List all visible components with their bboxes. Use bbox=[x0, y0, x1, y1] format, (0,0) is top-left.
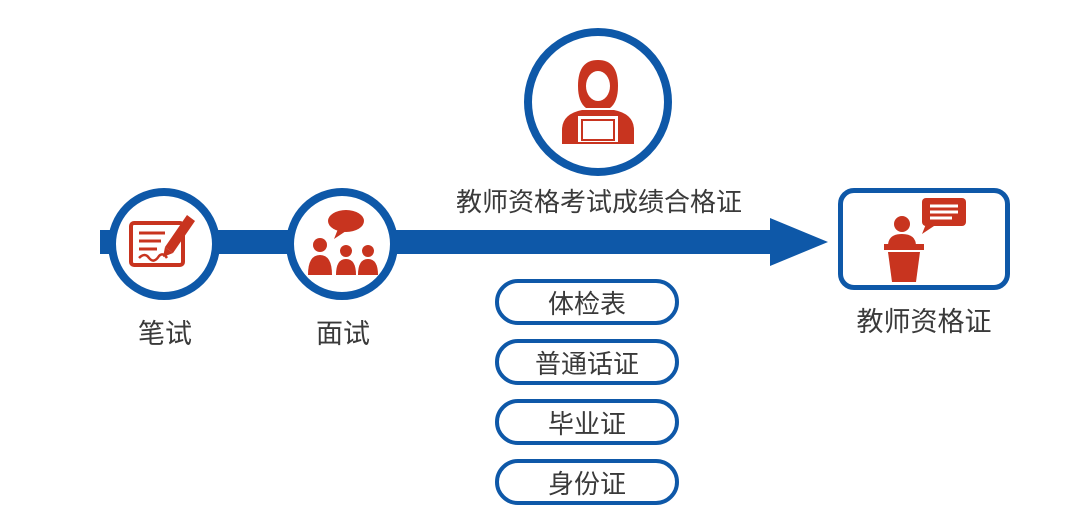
document-item: 毕业证 bbox=[495, 399, 679, 445]
interview-circle bbox=[286, 188, 398, 300]
group-discussion-icon bbox=[308, 210, 378, 275]
document-item: 身份证 bbox=[495, 459, 679, 505]
teacher-certificate-card bbox=[838, 188, 1010, 290]
flow-arrow-head bbox=[770, 218, 828, 266]
exam-result-label: 教师资格考试成绩合格证 bbox=[455, 188, 742, 218]
exam-result-circle bbox=[524, 28, 672, 176]
teacher-certificate-label: 教师资格证 bbox=[856, 307, 992, 338]
written-exam-label: 笔试 bbox=[138, 319, 192, 350]
teacher-podium-icon bbox=[884, 198, 966, 282]
examiner-person-icon bbox=[562, 60, 634, 144]
interview-label: 面试 bbox=[316, 319, 370, 350]
contract-pen-icon bbox=[129, 215, 195, 267]
written-exam-circle bbox=[108, 188, 220, 300]
document-item: 普通话证 bbox=[495, 339, 679, 385]
document-item: 体检表 bbox=[495, 279, 679, 325]
